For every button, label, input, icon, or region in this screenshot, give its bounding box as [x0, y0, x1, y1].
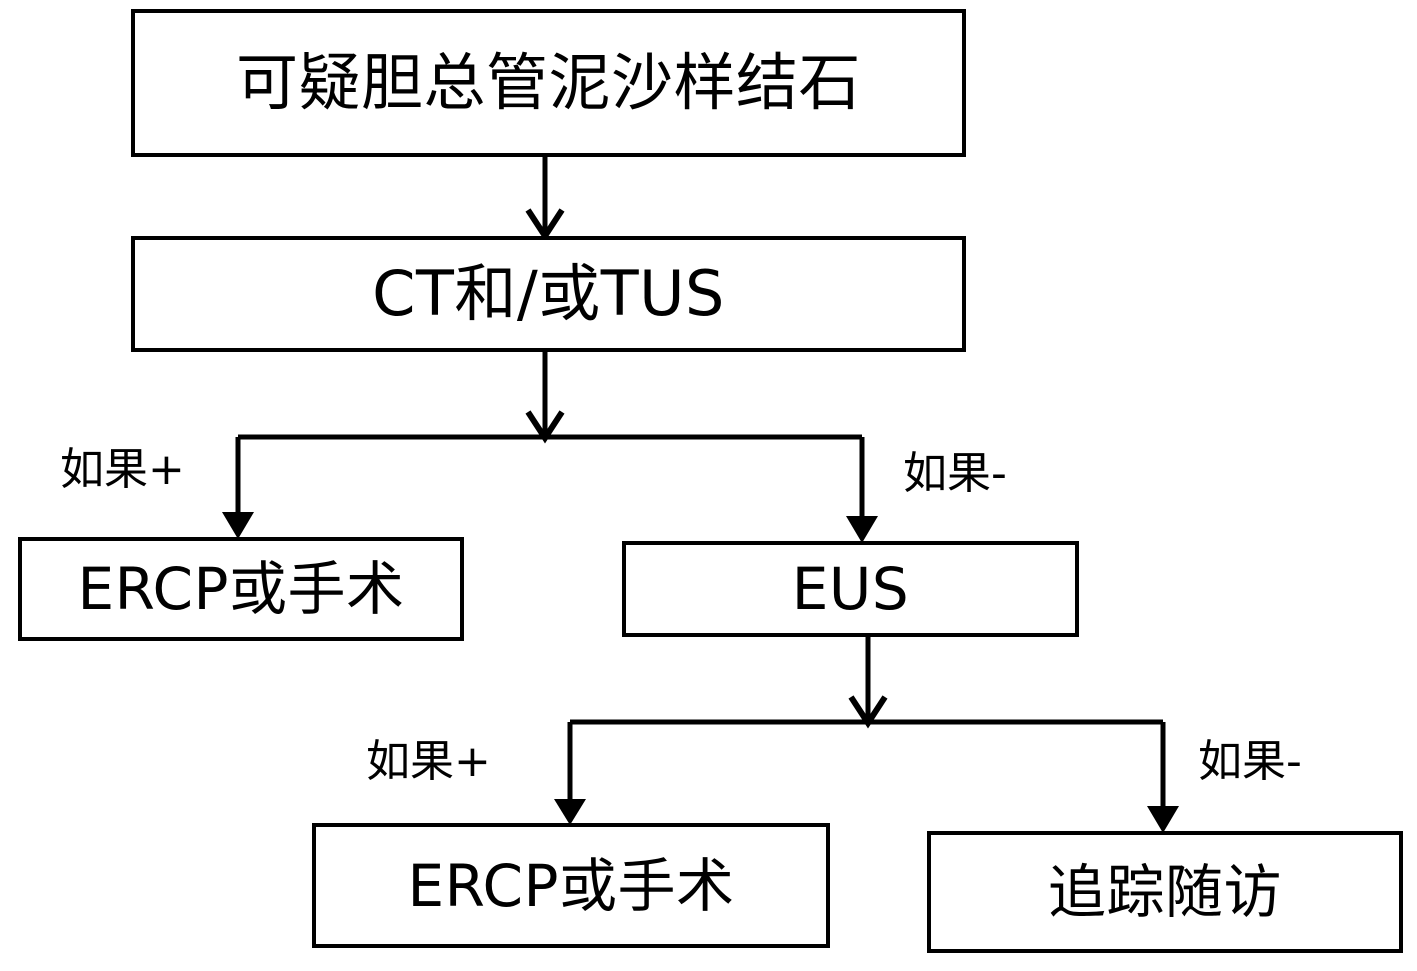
node-label: CT和/或TUS [372, 257, 725, 330]
arrowhead-filled-split1-to-eus [846, 516, 878, 543]
node-label: EUS [791, 555, 910, 623]
node-suspected-cbd-sludge-stone[interactable]: 可疑胆总管泥沙样结石 [131, 9, 966, 157]
arrowhead-filled-split2-to-followup [1147, 806, 1179, 833]
node-label: 追踪随访 [1047, 858, 1282, 926]
edge-label-if-positive-lower: 如果+ [366, 736, 491, 787]
node-label: ERCP或手术 [77, 555, 405, 623]
node-ercp-or-surgery-upper[interactable]: ERCP或手术 [18, 537, 464, 641]
node-eus[interactable]: EUS [622, 541, 1079, 637]
edge-label-if-negative-lower: 如果- [1198, 736, 1302, 787]
edge-label-if-positive-upper: 如果+ [60, 444, 185, 495]
node-label: 可疑胆总管泥沙样结石 [235, 46, 861, 119]
node-follow-up[interactable]: 追踪随访 [927, 831, 1403, 953]
arrowhead-filled-split1-to-ercp1 [222, 512, 254, 539]
arrowhead-filled-split2-to-ercp2 [554, 799, 586, 825]
node-ercp-or-surgery-lower[interactable]: ERCP或手术 [312, 823, 830, 948]
arrowhead-open-eus-to-split2 [848, 695, 888, 729]
arrowhead-open-ct-to-split1 [525, 410, 565, 444]
edge-label-if-negative-upper: 如果- [903, 448, 1007, 499]
arrowhead-open-suspect-to-ct [525, 208, 565, 242]
node-label: ERCP或手术 [407, 851, 735, 920]
node-ct-and-or-tus[interactable]: CT和/或TUS [131, 236, 966, 352]
